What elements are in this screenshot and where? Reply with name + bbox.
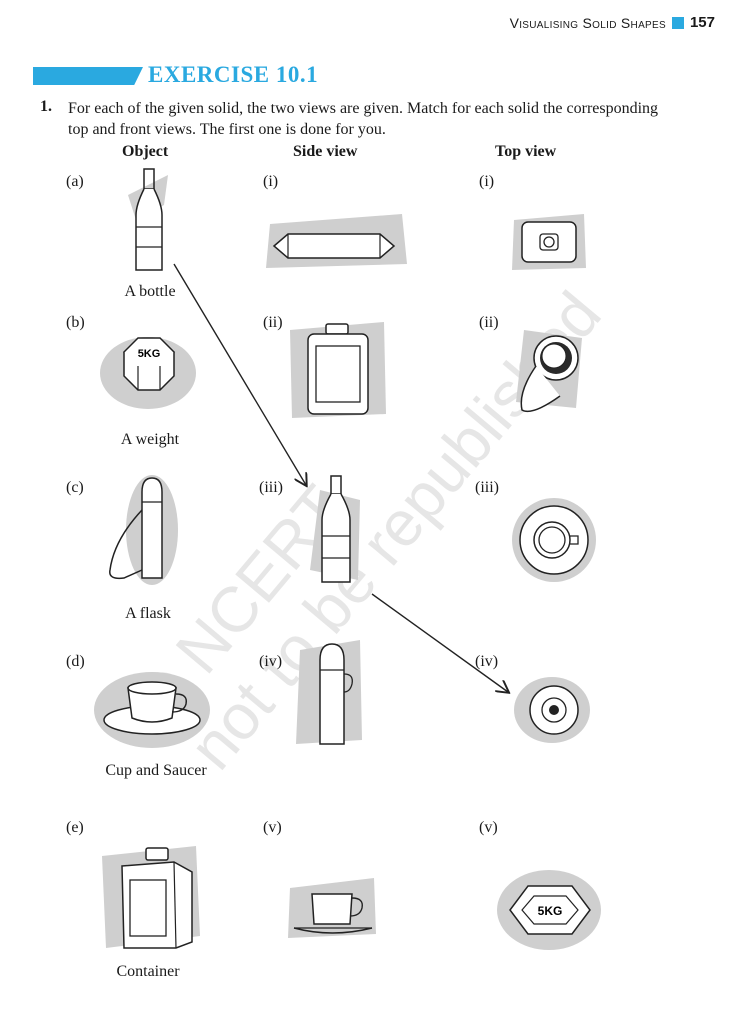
chapter-title: Visualising Solid Shapes bbox=[509, 14, 666, 31]
cup-saucer-drawing bbox=[94, 672, 210, 748]
container-drawing bbox=[102, 846, 200, 949]
top-weight-mark: 5KG bbox=[538, 904, 563, 918]
top-label-3: (iii) bbox=[475, 479, 499, 496]
side-view-3-drawing bbox=[310, 475, 360, 583]
top-view-5-drawing: 5KG bbox=[497, 870, 601, 950]
side-label-3: (iii) bbox=[259, 479, 283, 496]
page-number: 157 bbox=[689, 14, 715, 31]
weight-mark: 5KG bbox=[138, 348, 161, 360]
side-label-5: (v) bbox=[263, 819, 282, 836]
top-label-2: (ii) bbox=[479, 314, 499, 331]
arrow-side-iii-to-top-iv bbox=[371, 593, 508, 692]
question-text: For each of the given solid, the two vie… bbox=[68, 100, 659, 138]
flask-drawing bbox=[109, 475, 178, 585]
accent-square-icon bbox=[671, 16, 684, 29]
running-header: Visualising Solid Shapes 157 bbox=[510, 14, 715, 31]
top-view-4-drawing bbox=[514, 677, 590, 743]
side-label-4: (iv) bbox=[259, 653, 283, 670]
side-label-2: (ii) bbox=[263, 314, 283, 331]
caption-container: Container bbox=[116, 963, 180, 980]
exercise-bar bbox=[33, 67, 143, 85]
top-label-4: (iv) bbox=[475, 653, 499, 670]
caption-cup-saucer: Cup and Saucer bbox=[105, 762, 207, 779]
top-view-3-drawing bbox=[512, 498, 596, 582]
side-label-1: (i) bbox=[263, 173, 279, 190]
arrow-bottle-to-side-iii bbox=[173, 263, 306, 485]
weight-drawing: 5KG bbox=[100, 337, 196, 409]
caption-bottle: A bottle bbox=[124, 283, 176, 300]
top-label-5: (v) bbox=[479, 819, 498, 836]
caption-flask: A flask bbox=[125, 605, 171, 622]
column-head-object: Object bbox=[122, 143, 169, 160]
caption-weight: A weight bbox=[120, 431, 180, 448]
exercise-title: EXERCISE 10.1 bbox=[148, 62, 319, 87]
side-view-5-drawing bbox=[288, 878, 376, 938]
top-view-1-drawing bbox=[512, 214, 586, 270]
side-view-2-drawing bbox=[290, 322, 386, 418]
top-label-1: (i) bbox=[479, 173, 495, 190]
object-label-a: (a) bbox=[66, 173, 84, 190]
side-view-1-drawing bbox=[266, 214, 407, 268]
object-label-c: (c) bbox=[66, 479, 84, 496]
object-label-b: (b) bbox=[66, 314, 85, 331]
object-label-d: (d) bbox=[66, 653, 85, 670]
bottle-drawing bbox=[128, 168, 168, 271]
side-view-4-drawing bbox=[296, 640, 362, 745]
column-head-top: Top view bbox=[495, 143, 557, 160]
object-label-e: (e) bbox=[66, 819, 84, 836]
top-view-2-drawing bbox=[516, 330, 582, 413]
question-number: 1. bbox=[40, 98, 52, 115]
column-head-side: Side view bbox=[293, 143, 358, 160]
